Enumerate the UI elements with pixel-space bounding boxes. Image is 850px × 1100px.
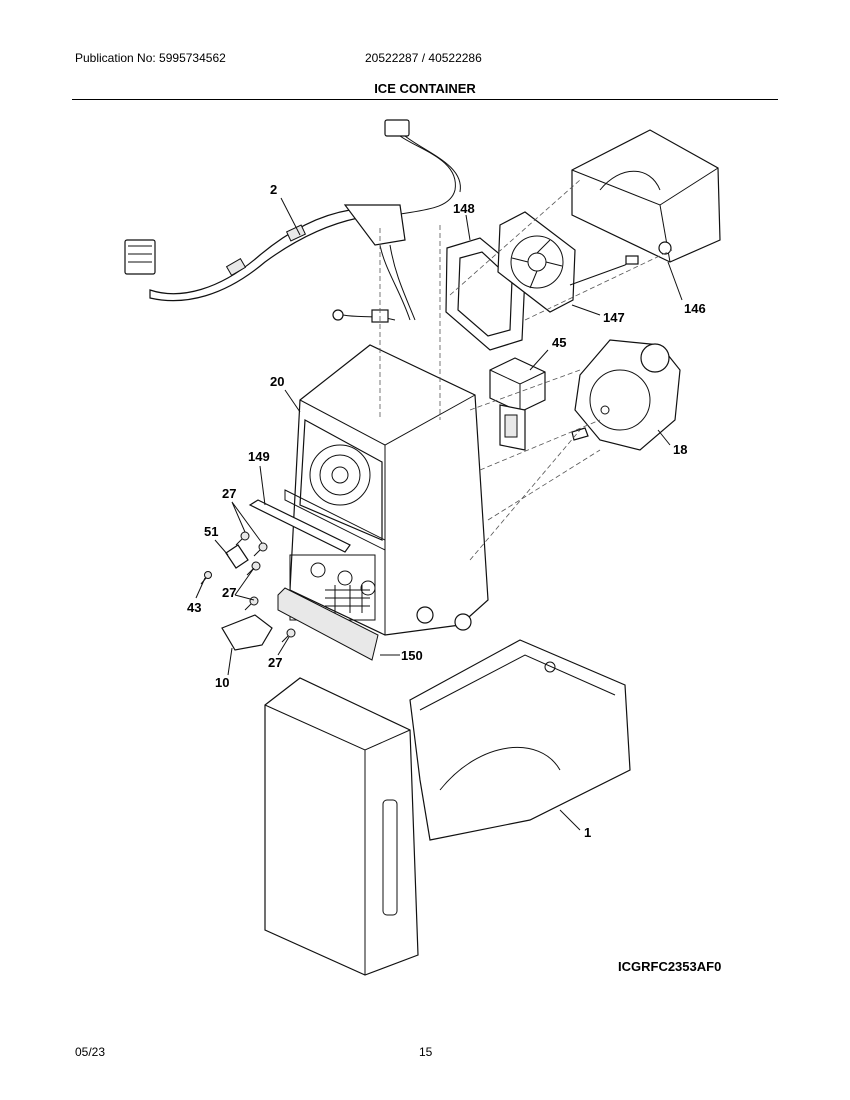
callout-27-middle: 27 (222, 585, 236, 600)
fan-part (497, 211, 639, 313)
callout-149: 149 (248, 449, 270, 464)
callout-51: 51 (204, 524, 218, 539)
callout-147: 147 (603, 310, 625, 325)
footer-date: 05/23 (75, 1045, 106, 1059)
wire-harness-part (124, 119, 461, 323)
callout-27-top: 27 (222, 486, 236, 501)
header-rule (72, 99, 778, 100)
callout-10: 10 (215, 675, 229, 690)
ice-bucket-part (264, 639, 631, 976)
duct-housing-part (571, 129, 721, 263)
strip-149-part (248, 499, 351, 553)
strip-150-part (277, 587, 379, 661)
callout-45: 45 (552, 335, 566, 350)
motor-part (571, 339, 681, 451)
screws-27-part (235, 531, 296, 643)
clip-51-part (225, 544, 249, 569)
callout-2: 2 (270, 182, 277, 197)
page-title: ICE CONTAINER (374, 81, 476, 96)
callout-18: 18 (673, 442, 687, 457)
callout-150: 150 (401, 648, 423, 663)
callout-148: 148 (453, 201, 475, 216)
publication-number: Publication No: 5995734562 (75, 51, 226, 65)
callout-20: 20 (270, 374, 284, 389)
callout-43: 43 (187, 600, 201, 615)
figure-code: ICGRFC2353AF0 (618, 959, 722, 974)
leader-lines (195, 197, 683, 831)
page-number: 15 (419, 1045, 433, 1059)
solenoid-part (489, 357, 546, 451)
alignment-lines (379, 179, 673, 561)
callout-1: 1 (584, 825, 591, 840)
callout-27-bottom: 27 (268, 655, 282, 670)
cover-10-part (221, 614, 273, 651)
callout-146: 146 (684, 301, 706, 316)
ice-container-assembly-part (284, 344, 489, 636)
screw-43-part (200, 571, 212, 585)
model-numbers: 20522287 / 40522286 (365, 51, 482, 65)
